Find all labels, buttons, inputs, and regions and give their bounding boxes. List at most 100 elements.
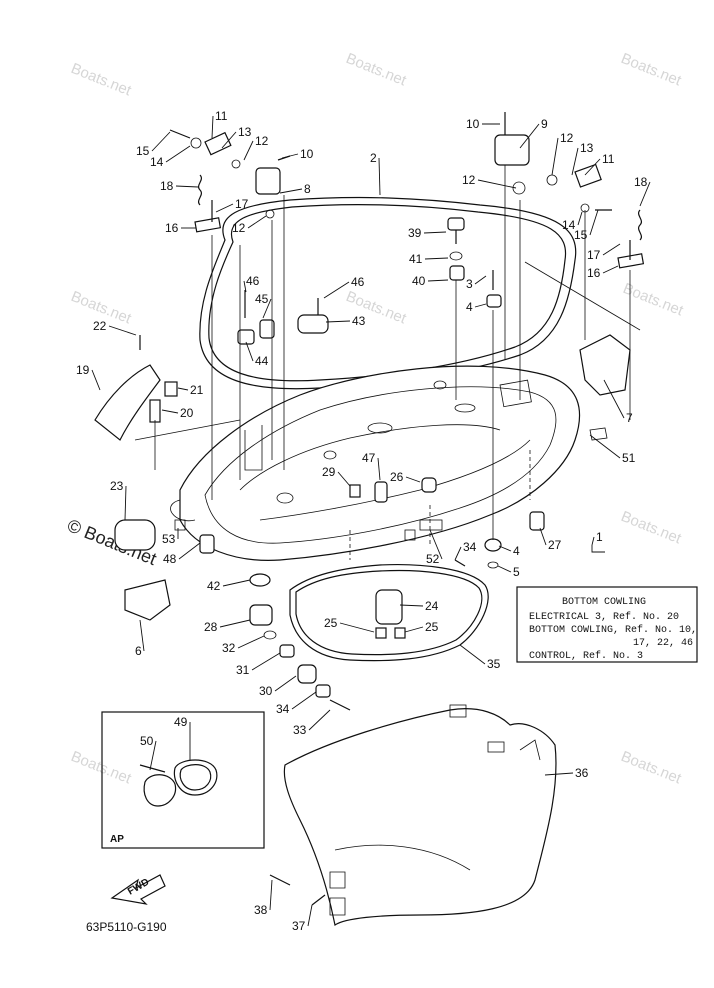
callout-label-46: 46 [246, 274, 260, 288]
callout-label-31: 31 [236, 663, 250, 677]
callout-leader-line [325, 320, 351, 323]
callout-label-47: 47 [362, 451, 376, 465]
callout-label-12: 12 [255, 134, 269, 148]
callout-label-13: 13 [580, 141, 594, 155]
callout-leader-line [405, 476, 421, 483]
ap-inset [101, 711, 265, 849]
callout-label-39: 39 [408, 226, 422, 240]
callout-leader-line [603, 379, 625, 419]
callout-leader-line [269, 879, 273, 911]
callout-label-9: 9 [541, 117, 548, 131]
note-line: BOTTOM COWLING, Ref. No. 10, [529, 624, 697, 636]
callout-label-24: 24 [425, 599, 439, 613]
callout-leader-line [519, 123, 540, 149]
callout-leader-line [377, 457, 381, 481]
callout-leader-line [222, 579, 251, 587]
callout-leader-line [571, 147, 579, 176]
fwd-arrow-icon [110, 874, 166, 905]
callout-label-7: 7 [626, 411, 633, 425]
callout-label-4: 4 [466, 300, 473, 314]
callout-leader-line [589, 209, 599, 236]
callout-label-38: 38 [254, 903, 268, 917]
gasket-part-35 [289, 564, 489, 662]
callout-leader-line [178, 542, 201, 560]
callout-label-11: 11 [602, 152, 615, 166]
lower-cowling-part-36 [283, 704, 557, 927]
callout-label-26: 26 [390, 470, 404, 484]
callout-label-14: 14 [562, 218, 576, 232]
callout-leader-line [175, 185, 199, 188]
callout-label-17: 17 [235, 197, 249, 211]
callout-label-1: 1 [596, 530, 603, 544]
callout-leader-line [237, 635, 265, 649]
callout-label-5: 5 [513, 565, 520, 579]
callout-label-27: 27 [548, 538, 562, 552]
callout-label-23: 23 [110, 479, 124, 493]
callout-leader-line [211, 115, 214, 139]
callout-label-16: 16 [587, 266, 601, 280]
callout-label-2: 2 [370, 151, 377, 165]
callout-label-20: 20 [180, 406, 194, 420]
callout-label-25: 25 [425, 620, 439, 634]
callout-label-17: 17 [587, 248, 601, 262]
callout-label-15: 15 [136, 144, 150, 158]
callout-leader-line [551, 137, 559, 176]
callout-leader-line [602, 265, 619, 274]
callout-label-12: 12 [232, 221, 246, 235]
callout-leader-line [291, 691, 317, 710]
callout-leader-line [161, 409, 179, 414]
callout-label-34: 34 [276, 702, 290, 716]
callout-leader-line [459, 644, 486, 665]
callout-leader-line [497, 565, 512, 573]
callout-label-36: 36 [575, 766, 589, 780]
callout-leader-line [108, 325, 137, 336]
callout-leader-line [215, 203, 234, 213]
callout-leader-line [544, 772, 574, 776]
callout-label-4: 4 [513, 544, 520, 558]
callout-label-48: 48 [163, 552, 177, 566]
callout-leader-line [429, 529, 443, 560]
callout-leader-line [577, 211, 583, 226]
callout-label-44: 44 [255, 354, 269, 368]
callout-label-37: 37 [292, 919, 306, 933]
watermark: Boats.net [69, 60, 135, 100]
callout-leader-line [474, 303, 487, 308]
seal-part-2 [199, 196, 577, 390]
callout-label-40: 40 [412, 274, 426, 288]
callout-leader-line [589, 434, 621, 459]
watermark: Boats.net [344, 50, 410, 90]
callout-leader-line [279, 188, 303, 194]
callout-label-19: 19 [76, 363, 90, 377]
callout-label-10: 10 [466, 117, 480, 131]
callout-label-25: 25 [324, 616, 338, 630]
callout-label-35: 35 [487, 657, 501, 671]
callout-label-15: 15 [574, 228, 588, 242]
callout-label-12: 12 [462, 173, 476, 187]
callout-leader-line [423, 231, 447, 234]
callout-leader-line [308, 709, 331, 731]
note-heading: BOTTOM COWLING [562, 597, 646, 608]
callout-label-53: 53 [162, 532, 176, 546]
callout-label-33: 33 [293, 723, 307, 737]
watermark: Boats.net [619, 748, 685, 788]
callout-leader-line [243, 280, 247, 293]
callout-label-8: 8 [304, 182, 311, 196]
callout-leader-line [404, 626, 424, 633]
bottom-cowling-housing [170, 365, 581, 561]
callout-leader-line [307, 904, 313, 927]
callout-label-21: 21 [190, 383, 204, 397]
callout-leader-line [399, 604, 424, 607]
watermark: Boats.net [619, 50, 685, 90]
callout-leader-line [219, 619, 251, 628]
callout-label-52: 52 [426, 552, 440, 566]
callout-leader-line [243, 140, 254, 161]
watermark: Boats.net [619, 508, 685, 548]
callout-leader-line [247, 215, 267, 229]
callout-label-45: 45 [255, 292, 269, 306]
callout-label-22: 22 [93, 319, 107, 333]
callout-label-18: 18 [160, 179, 174, 193]
callout-leader-line [139, 619, 145, 652]
